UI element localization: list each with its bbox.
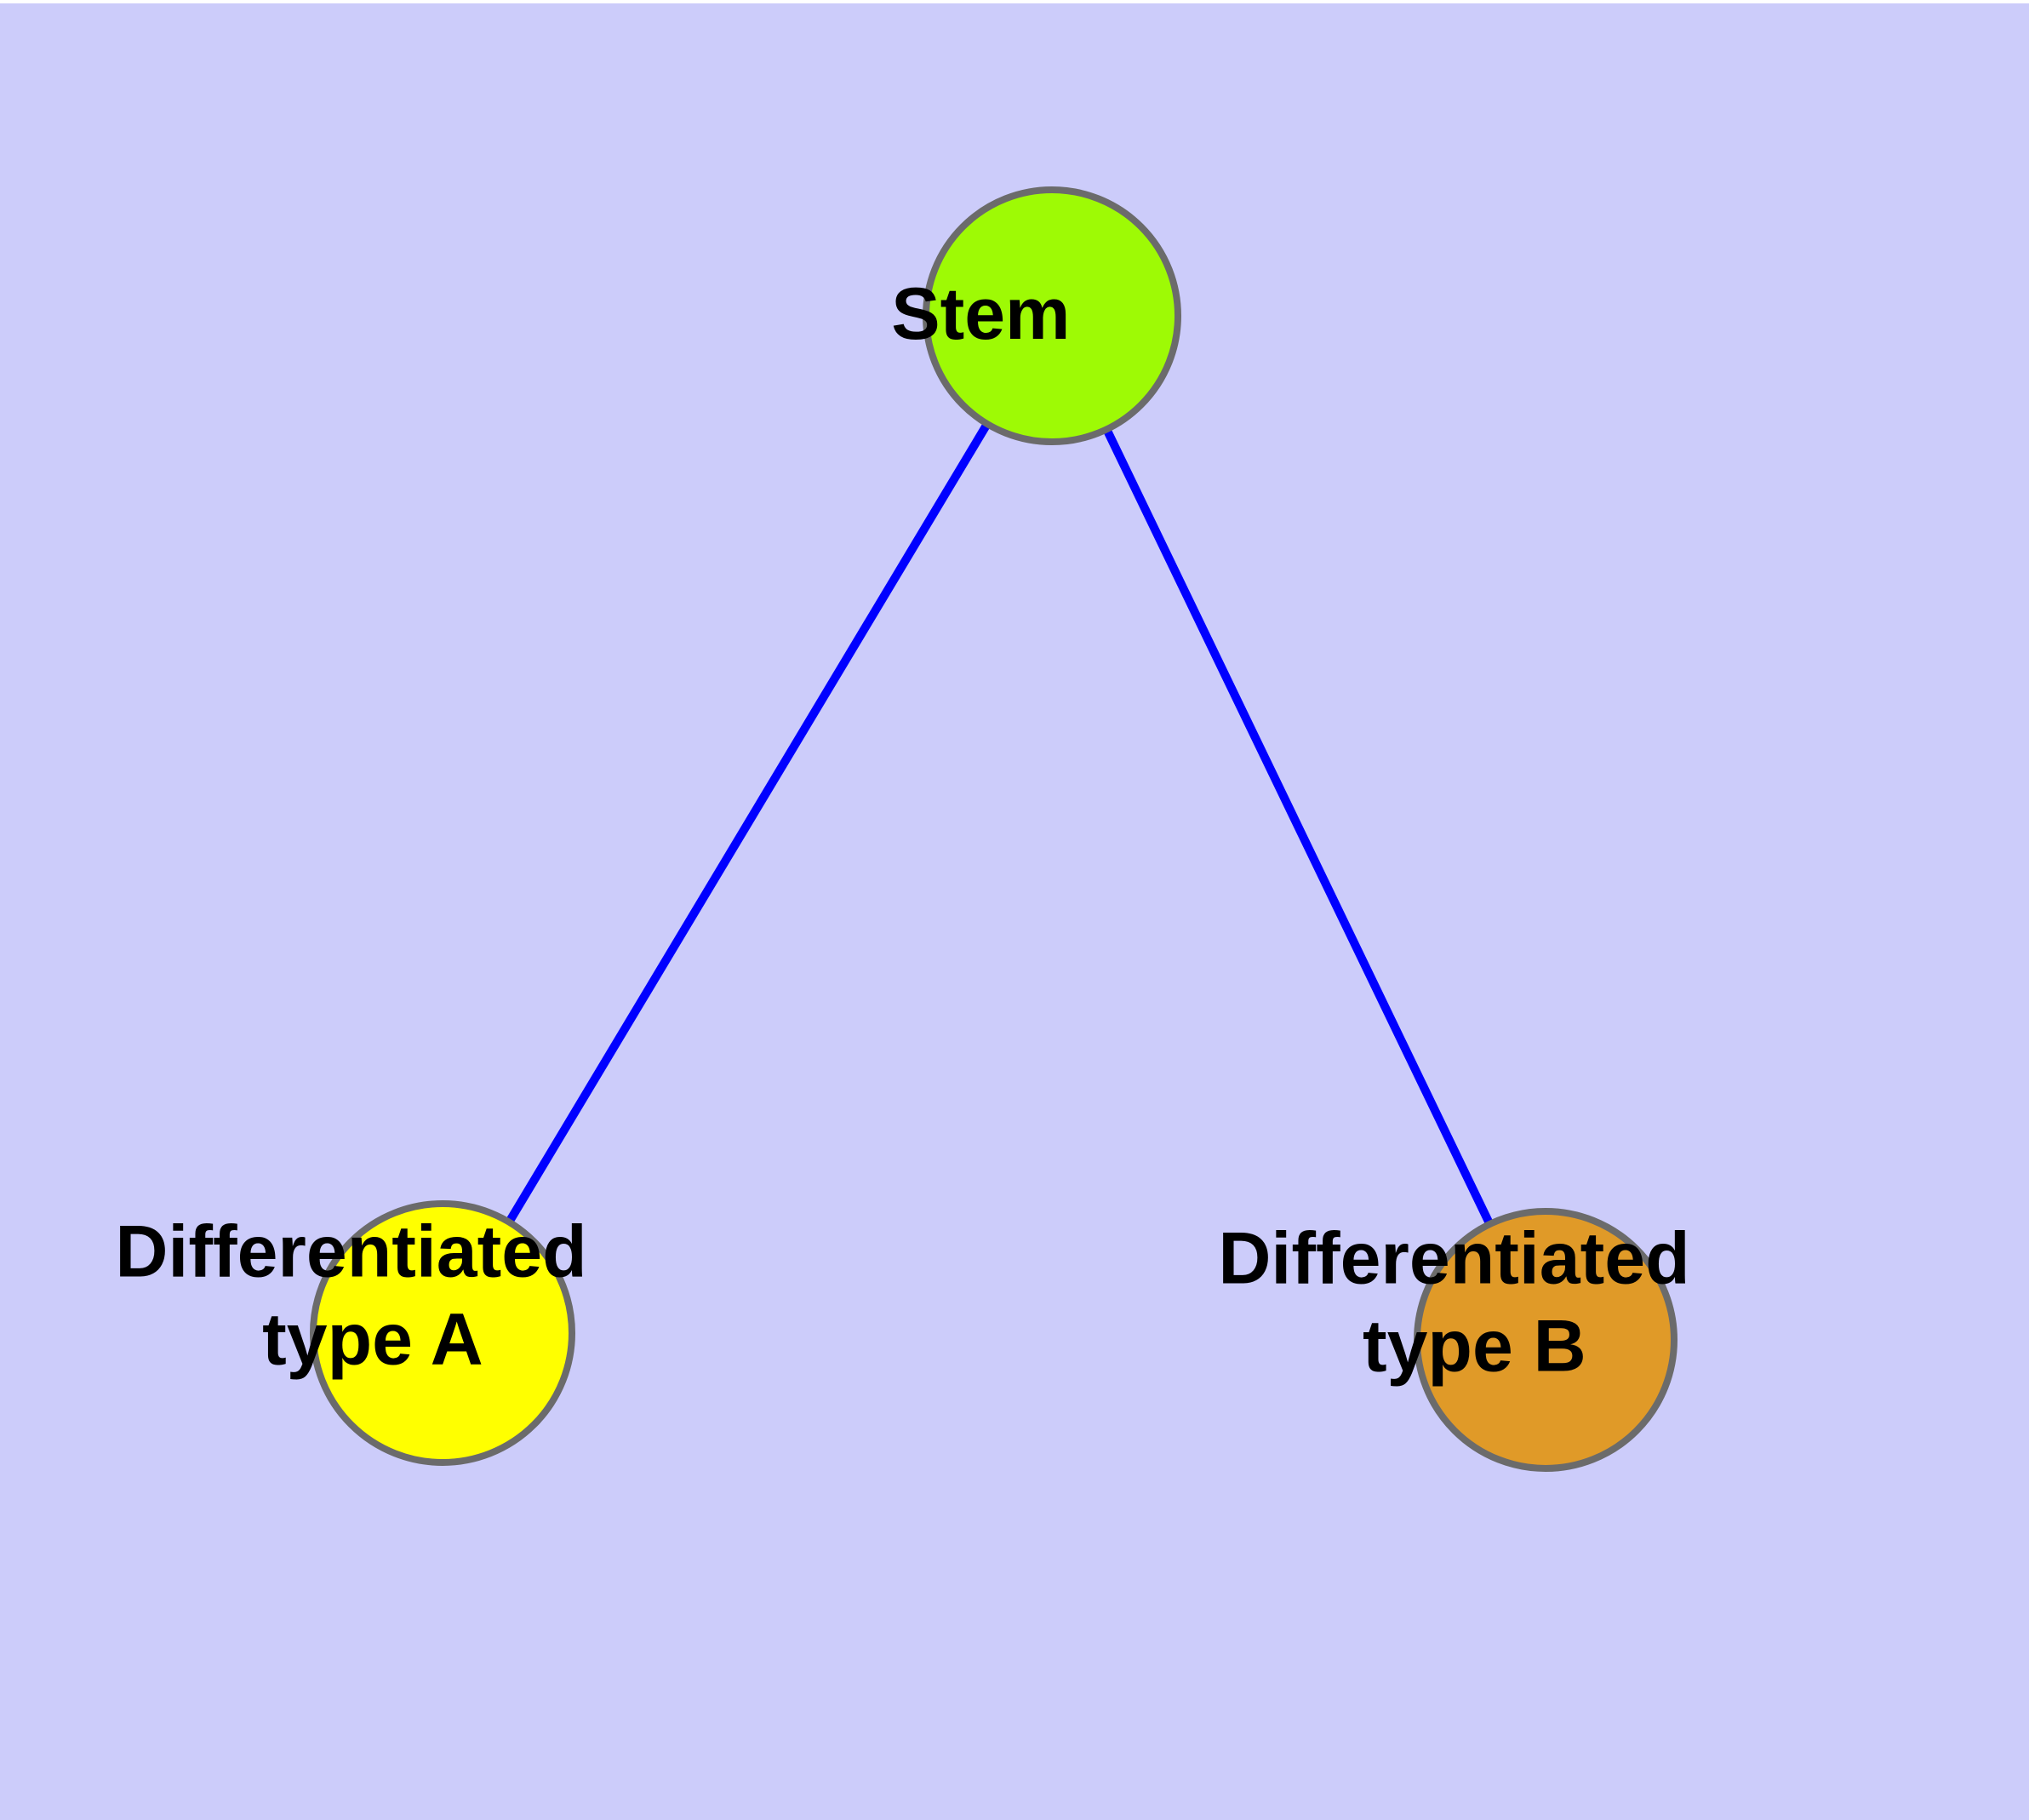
node-differentiated-type-a-label-line-2: type A xyxy=(262,1298,482,1380)
node-stem-label: Stem xyxy=(891,273,1213,355)
node-stem-label-line-1: Stem xyxy=(891,273,1070,355)
edge-stem-to-differentiated-type-a[interactable] xyxy=(438,313,1056,1336)
node-differentiated-type-b-circle[interactable] xyxy=(1414,1208,1677,1472)
node-differentiated-type-a[interactable] xyxy=(310,1200,575,1466)
edge-layer xyxy=(438,313,1550,1342)
label-layer: Stem Differentiated type A Differentiate… xyxy=(115,273,1872,1388)
node-differentiated-type-b-label: Differentiated type B xyxy=(1218,1217,1872,1387)
node-differentiated-type-b[interactable] xyxy=(1414,1208,1677,1472)
edge-stem-to-differentiated-type-b[interactable] xyxy=(1048,313,1550,1342)
node-differentiated-type-b-label-line-2: type B xyxy=(1363,1305,1586,1387)
node-differentiated-type-b-label-line-1: Differentiated xyxy=(1218,1217,1689,1299)
node-stem[interactable] xyxy=(923,186,1181,445)
node-differentiated-type-a-label: Differentiated type A xyxy=(115,1210,769,1380)
node-differentiated-type-a-circle[interactable] xyxy=(310,1200,575,1466)
node-stem-circle[interactable] xyxy=(923,186,1181,445)
node-differentiated-type-a-label-line-1: Differentiated xyxy=(115,1210,586,1292)
node-layer xyxy=(310,186,1677,1472)
